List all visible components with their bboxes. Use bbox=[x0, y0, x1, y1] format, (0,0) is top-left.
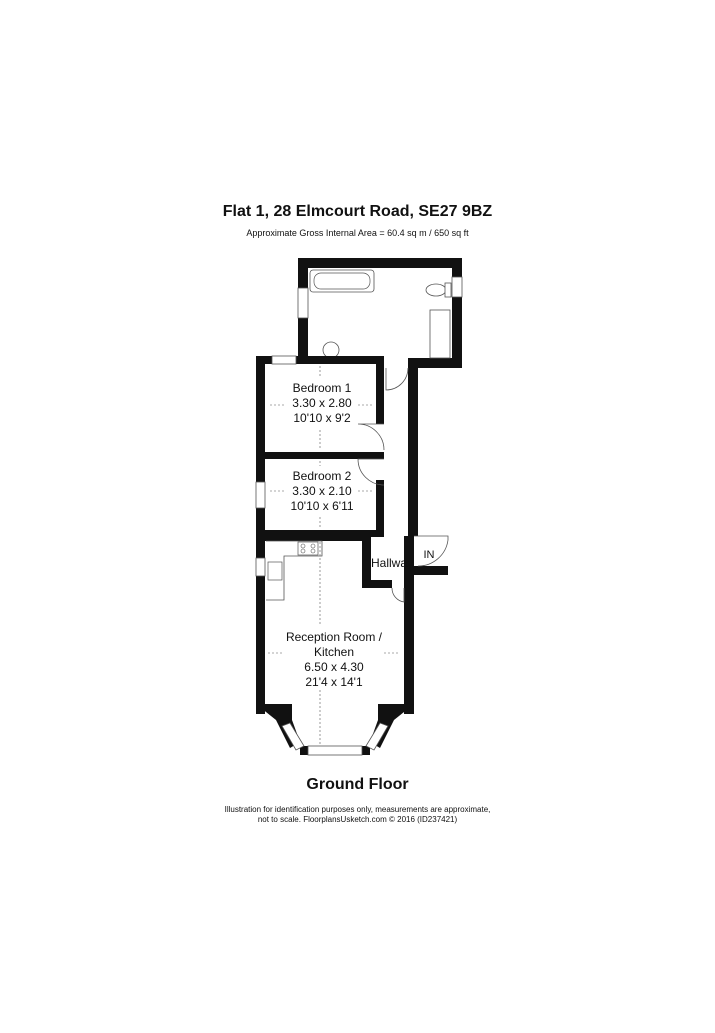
hallway-right-lower-wall bbox=[404, 536, 414, 618]
bedroom2-name: Bedroom 2 bbox=[293, 469, 352, 483]
disclaimer-line1: Illustration for identification purposes… bbox=[224, 805, 491, 814]
toilet-icon bbox=[425, 283, 447, 297]
reception-imperial: 21'4 x 14'1 bbox=[305, 675, 363, 689]
bedroom2-door bbox=[357, 458, 385, 486]
bathroom-window-right bbox=[451, 276, 463, 298]
disclaimer: Illustration for identification purposes… bbox=[0, 805, 715, 825]
bay-window-left bbox=[281, 722, 305, 751]
kitchen-worktop bbox=[266, 540, 323, 601]
bedroom-left-wall bbox=[256, 356, 265, 540]
reception-kitchen: Reception Room / Kitchen 6.50 x 4.30 21'… bbox=[255, 534, 414, 756]
bathroom-window-left bbox=[297, 287, 309, 319]
basin-icon bbox=[322, 341, 340, 359]
gross-area-subtitle: Approximate Gross Internal Area = 60.4 s… bbox=[246, 228, 469, 238]
bedroom1-name: Bedroom 1 bbox=[293, 381, 352, 395]
bedroom2-metric: 3.30 x 2.10 bbox=[292, 484, 352, 498]
hob-icon bbox=[297, 541, 319, 556]
reception-left-wall bbox=[256, 536, 265, 714]
bedroom2-bottom-wall bbox=[256, 530, 384, 537]
bedroom1-right-wall bbox=[376, 356, 384, 424]
reception-top-wall bbox=[256, 534, 366, 541]
bedroom1-window bbox=[271, 355, 297, 365]
bedroom2-window bbox=[255, 481, 266, 509]
bedroom-divider-wall bbox=[256, 452, 384, 459]
floor-label: Ground Floor bbox=[306, 776, 409, 793]
corridor-right-wall bbox=[408, 358, 418, 536]
bedroom2-right-wall bbox=[376, 480, 384, 534]
bathroom bbox=[297, 258, 463, 368]
shower-icon bbox=[429, 309, 451, 359]
bathroom-door bbox=[385, 367, 409, 391]
reception-name-line2: Kitchen bbox=[314, 645, 354, 659]
bathroom-bottom-wall bbox=[408, 358, 462, 368]
hallway-left-wall bbox=[362, 534, 371, 588]
bedroom-1: Bedroom 1 3.30 x 2.80 10'10 x 9'2 bbox=[256, 355, 385, 540]
entrance-door bbox=[414, 535, 449, 567]
reception-metric: 6.50 x 4.30 bbox=[304, 660, 364, 674]
hallway-entrance-wall bbox=[404, 566, 448, 575]
bedroom1-metric: 3.30 x 2.80 bbox=[292, 396, 352, 410]
bathroom-right-wall bbox=[452, 258, 462, 368]
hallway-door bbox=[391, 587, 405, 603]
bedroom1-imperial: 10'10 x 9'2 bbox=[293, 411, 351, 425]
bedroom1-top-wall bbox=[256, 356, 384, 364]
hallway-name: Hallway bbox=[371, 556, 413, 570]
bathtub-icon bbox=[309, 269, 375, 293]
bathroom-top-wall bbox=[298, 258, 460, 268]
hallway: Hallway IN bbox=[362, 358, 449, 618]
bay-window-front bbox=[307, 745, 363, 756]
hallway-bottom-wall-left bbox=[362, 580, 392, 588]
bedroom2-imperial: 10'10 x 6'11 bbox=[290, 499, 353, 513]
sink-icon bbox=[267, 561, 283, 581]
bedroom-2: Bedroom 2 3.30 x 2.10 10'10 x 6'11 bbox=[255, 458, 385, 537]
disclaimer-line2: not to scale. FloorplansUsketch.com © 20… bbox=[257, 815, 458, 824]
reception-name-line1: Reception Room / bbox=[286, 630, 383, 644]
bay-window-right bbox=[365, 722, 389, 751]
reception-right-wall bbox=[404, 604, 414, 714]
bedroom1-door bbox=[357, 423, 385, 451]
plan-title: Flat 1, 28 Elmcourt Road, SE27 9BZ bbox=[222, 203, 493, 220]
entrance-label: IN bbox=[424, 549, 435, 561]
reception-window-left bbox=[255, 557, 266, 577]
